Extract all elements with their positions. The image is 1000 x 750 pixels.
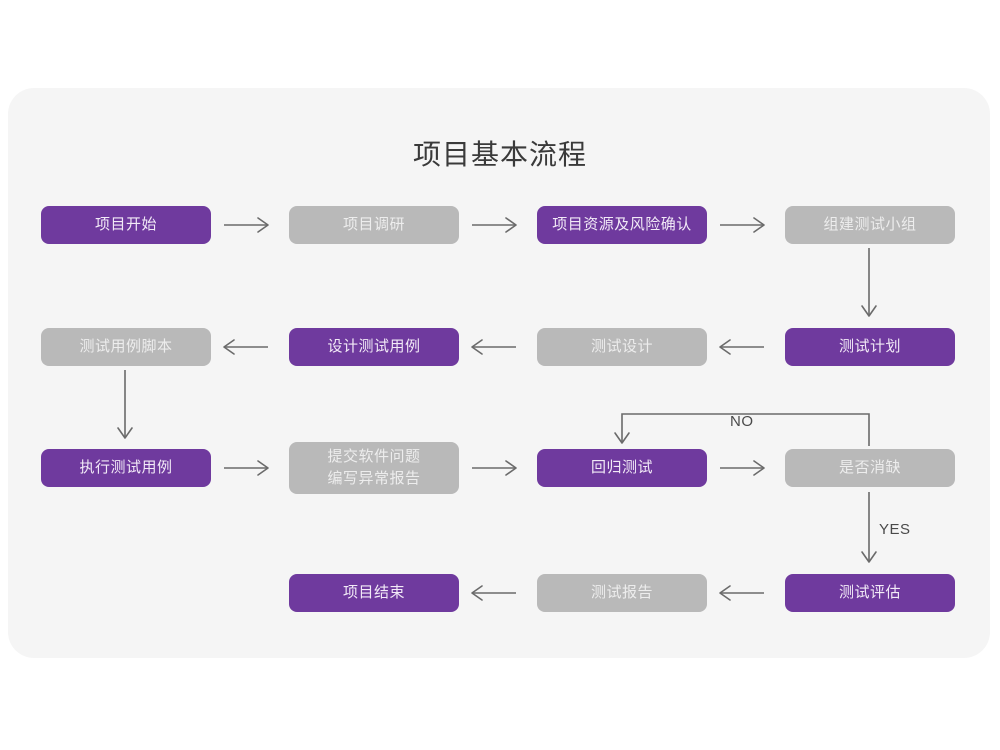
edge-label-no: NO [730, 413, 754, 430]
node-project-end[interactable]: 项目结束 [289, 574, 459, 612]
diagram-card [8, 88, 990, 658]
edge-label-yes: YES [879, 521, 911, 538]
page-title: 项目基本流程 [412, 139, 587, 170]
node-execute-test-case[interactable]: 执行测试用例 [41, 449, 211, 487]
node-resource-risk-confirm[interactable]: 项目资源及风险确认 [537, 206, 707, 244]
node-test-report[interactable]: 测试报告 [537, 574, 707, 612]
node-test-evaluation[interactable]: 测试评估 [785, 574, 955, 612]
node-design-test-case[interactable]: 设计测试用例 [289, 328, 459, 366]
node-defect-resolved[interactable]: 是否消缺 [785, 449, 955, 487]
node-regression-test[interactable]: 回归测试 [537, 449, 707, 487]
node-form-test-team[interactable]: 组建测试小组 [785, 206, 955, 244]
node-project-research[interactable]: 项目调研 [289, 206, 459, 244]
node-test-case-script[interactable]: 测试用例脚本 [41, 328, 211, 366]
node-project-start[interactable]: 项目开始 [41, 206, 211, 244]
node-test-plan[interactable]: 测试计划 [785, 328, 955, 366]
node-test-design[interactable]: 测试设计 [537, 328, 707, 366]
node-submit-issue-report[interactable]: 提交软件问题 编写异常报告 [289, 442, 459, 494]
